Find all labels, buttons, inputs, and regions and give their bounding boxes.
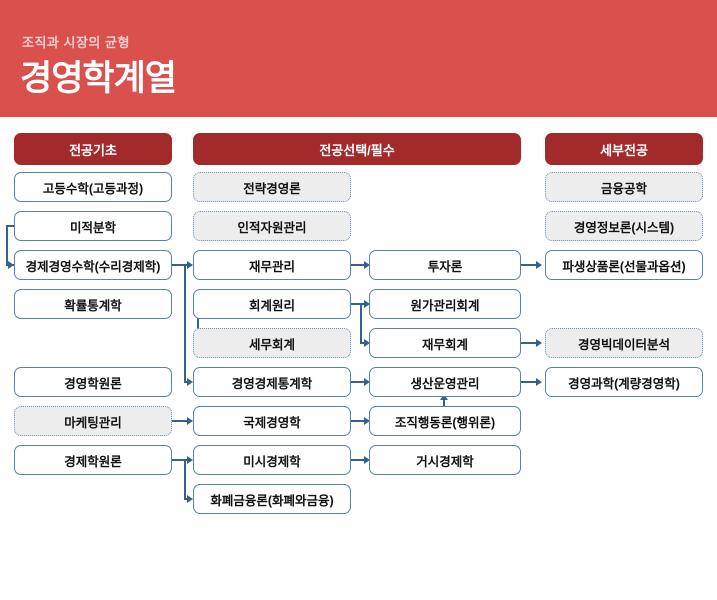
course-label: 거시경제학 bbox=[416, 454, 474, 469]
course-box[interactable]: 경제경영수학(수리경제학) bbox=[14, 250, 172, 280]
connector-line bbox=[6, 225, 8, 266]
connector-line bbox=[351, 459, 368, 461]
course-label: 파생상품론(선물과옵션) bbox=[562, 259, 686, 274]
course-box[interactable]: 인적자원관리 bbox=[193, 211, 351, 241]
connector-line bbox=[172, 264, 186, 266]
connector-line bbox=[351, 264, 368, 266]
connector-arrow bbox=[187, 456, 193, 464]
column-header-specialization: 세부전공 bbox=[545, 133, 703, 165]
connector-arrow bbox=[440, 394, 448, 400]
connector-line bbox=[360, 303, 362, 343]
course-label: 화폐금융론(화폐와금융) bbox=[210, 493, 334, 508]
course-box[interactable]: 원가관리회계 bbox=[369, 289, 521, 319]
course-label: 경영과학(계량경영학) bbox=[568, 376, 680, 391]
course-label: 재무회계 bbox=[421, 337, 468, 352]
course-box[interactable]: 경영과학(계량경영학) bbox=[545, 367, 703, 397]
course-box[interactable]: 화폐금융론(화폐와금융) bbox=[193, 484, 351, 514]
course-box[interactable]: 미시경제학 bbox=[193, 445, 351, 475]
course-label: 경영경제통계학 bbox=[231, 376, 313, 391]
connector-arrow bbox=[536, 378, 542, 386]
course-box[interactable]: 세무회계 bbox=[193, 328, 351, 358]
course-box[interactable]: 경영경제통계학 bbox=[193, 367, 351, 397]
course-label: 인적자원관리 bbox=[237, 220, 307, 235]
course-label: 생산운영관리 bbox=[410, 376, 480, 391]
column-header-major-basics: 전공기초 bbox=[14, 133, 172, 165]
course-label: 투자론 bbox=[427, 259, 463, 274]
connector-arrow bbox=[187, 378, 193, 386]
connector-arrow bbox=[187, 417, 193, 425]
course-box[interactable]: 확률통계학 bbox=[14, 289, 172, 319]
course-label: 재무관리 bbox=[248, 259, 295, 274]
connector-line bbox=[360, 342, 368, 344]
banner-subtitle: 조직과 시장의 균형 bbox=[22, 35, 130, 50]
course-label: 국제경영학 bbox=[243, 415, 301, 430]
connector-line bbox=[184, 459, 186, 499]
connector-line bbox=[6, 225, 16, 227]
course-label: 세무회계 bbox=[248, 337, 295, 352]
course-box[interactable]: 고등수학(고등과정) bbox=[14, 172, 172, 202]
course-label: 조직행동론(행위론) bbox=[394, 415, 496, 430]
course-box[interactable]: 금융공학 bbox=[545, 172, 703, 202]
connector-line bbox=[521, 342, 540, 344]
connector-arrow bbox=[364, 300, 370, 308]
connector-line bbox=[172, 420, 191, 422]
course-box[interactable]: 전략경영론 bbox=[193, 172, 351, 202]
connector-arrow bbox=[364, 339, 370, 347]
course-box[interactable]: 경영학원론 bbox=[14, 367, 172, 397]
course-label: 경제경영수학(수리경제학) bbox=[25, 259, 161, 274]
course-box[interactable]: 경영빅데이터분석 bbox=[545, 328, 703, 358]
connector-arrow bbox=[536, 261, 542, 269]
course-box[interactable]: 회계원리 bbox=[193, 289, 351, 319]
course-label: 미적분학 bbox=[69, 220, 116, 235]
connector-arrow bbox=[364, 456, 370, 464]
course-box[interactable]: 조직행동론(행위론) bbox=[369, 406, 521, 436]
course-box[interactable]: 생산운영관리 bbox=[369, 367, 521, 397]
connector-arrow bbox=[364, 417, 370, 425]
connector-line bbox=[184, 264, 186, 382]
course-box[interactable]: 경제학원론 bbox=[14, 445, 172, 475]
course-box[interactable]: 미적분학 bbox=[14, 211, 172, 241]
connector-line bbox=[521, 264, 540, 266]
course-box[interactable]: 파생상품론(선물과옵션) bbox=[545, 250, 703, 280]
course-box[interactable]: 투자론 bbox=[369, 250, 521, 280]
connector-arrow bbox=[364, 378, 370, 386]
banner-title: 경영학계열 bbox=[20, 59, 177, 98]
course-box[interactable]: 재무관리 bbox=[193, 250, 351, 280]
course-box[interactable]: 국제경영학 bbox=[193, 406, 351, 436]
course-label: 미시경제학 bbox=[243, 454, 301, 469]
course-label: 경제학원론 bbox=[64, 454, 122, 469]
course-label: 고등수학(고등과정) bbox=[42, 181, 144, 196]
course-box[interactable]: 경영정보론(시스템) bbox=[545, 211, 703, 241]
connector-arrow bbox=[8, 261, 14, 269]
course-box[interactable]: 거시경제학 bbox=[369, 445, 521, 475]
connector-arrow bbox=[187, 261, 193, 269]
course-label: 경영학원론 bbox=[64, 376, 122, 391]
course-label: 마케팅관리 bbox=[64, 415, 122, 430]
connector-line bbox=[443, 399, 445, 407]
column-header-major-elective: 전공선택/필수 bbox=[193, 133, 521, 165]
course-label: 경영정보론(시스템) bbox=[573, 220, 675, 235]
course-label: 경영빅데이터분석 bbox=[577, 337, 670, 352]
course-label: 회계원리 bbox=[248, 298, 295, 313]
connector-arrow bbox=[187, 495, 193, 503]
course-box[interactable]: 재무회계 bbox=[369, 328, 521, 358]
connector-line bbox=[351, 303, 362, 305]
course-label: 확률통계학 bbox=[64, 298, 122, 313]
connector-arrow bbox=[536, 339, 542, 347]
connector-line bbox=[172, 459, 186, 461]
course-label: 원가관리회계 bbox=[410, 298, 480, 313]
course-label: 전략경영론 bbox=[243, 181, 301, 196]
connector-line bbox=[351, 381, 368, 383]
connector-arrow bbox=[364, 261, 370, 269]
page-banner: 조직과 시장의 균형 경영학계열 bbox=[0, 0, 717, 117]
course-box[interactable]: 마케팅관리 bbox=[14, 406, 172, 436]
connector-line bbox=[360, 303, 368, 305]
course-label: 금융공학 bbox=[600, 181, 647, 196]
connector-line bbox=[197, 303, 199, 343]
connector-line bbox=[521, 381, 540, 383]
connector-line bbox=[351, 420, 368, 422]
